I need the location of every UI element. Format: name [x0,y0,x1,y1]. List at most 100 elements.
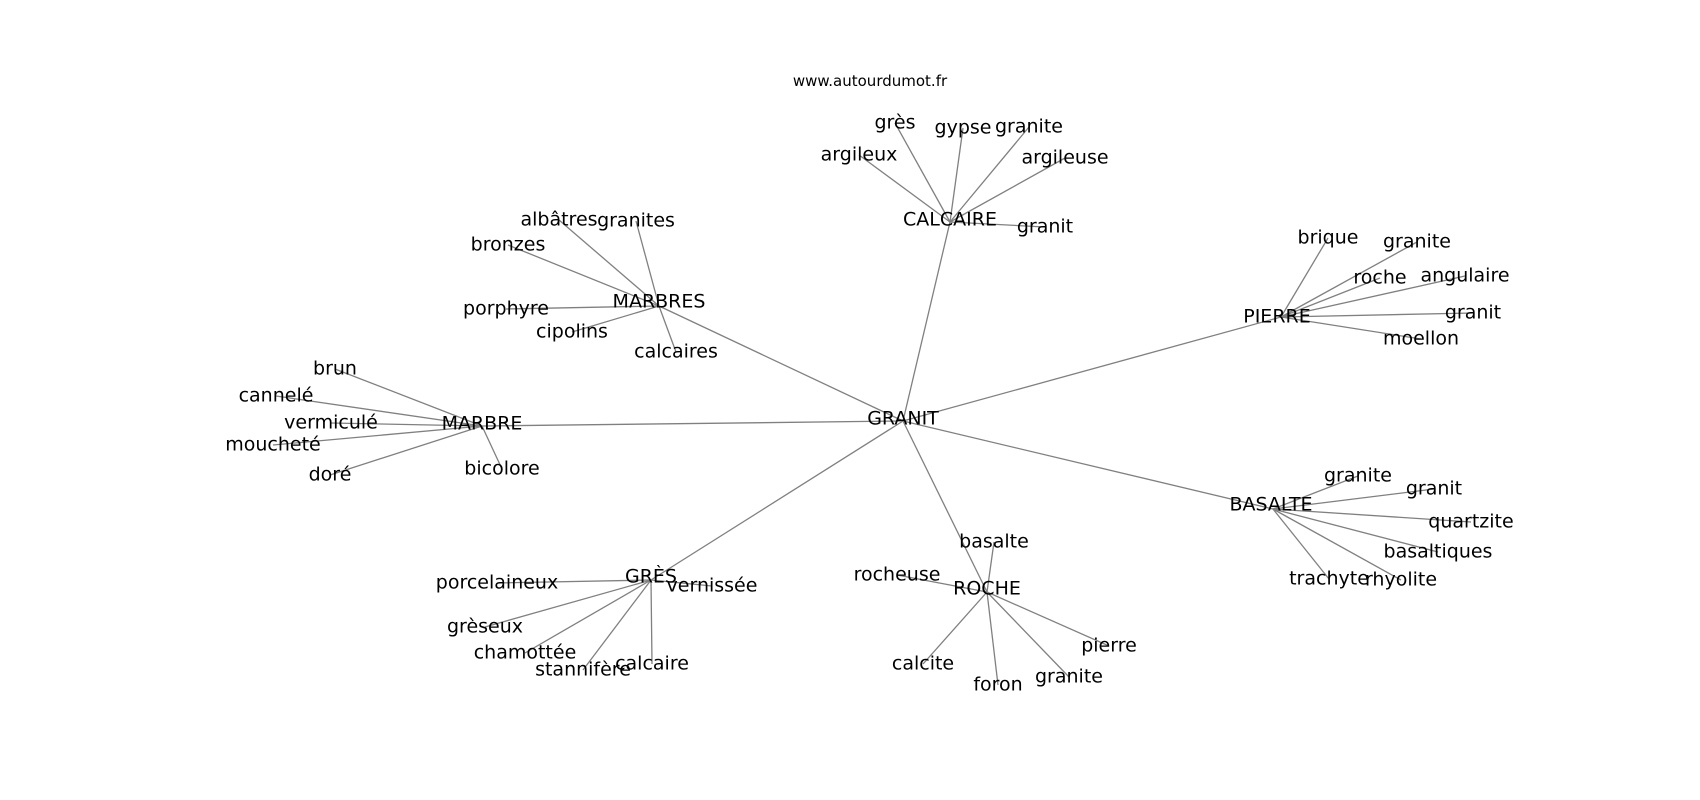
edge-calcaire-to-calcaire-granit [949,221,1046,228]
edge-gres-to-gres-vernissee [650,579,713,587]
edge-marbres-to-marbres-granites [635,220,660,307]
node-marbre-brun[interactable]: brun [313,358,357,380]
node-granit-center[interactable]: GRANIT [867,408,939,430]
edge-marbre-to-marbre-mouchete [272,425,483,446]
edge-marbre-to-marbre-brun [334,368,483,427]
edge-basalte-to-basalte-trachyte [1272,508,1330,580]
edge-granit-center-to-marbre [481,420,904,427]
node-calcaire-argileux[interactable]: argileux [821,144,898,166]
watermark: www.autourdumot.fr [792,72,948,90]
edge-granit-center-to-pierre [902,316,1282,422]
node-gres-greseux[interactable]: grèseux [447,616,523,638]
edge-roche-to-roche-basalte [986,541,995,593]
node-gres-calcaire[interactable]: calcaire [615,653,689,675]
edge-basalte-to-basalte-rhyolite [1272,508,1402,581]
node-roche-foron[interactable]: foron [973,674,1022,696]
node-basalte-granit[interactable]: granit [1406,478,1462,500]
edge-basalte-to-basalte-granit [1272,488,1435,510]
node-pierre-moellon[interactable]: moellon [1383,328,1459,350]
node-basalte-rhyolite[interactable]: rhyolite [1365,569,1437,591]
node-pierre-granit[interactable]: granit [1445,302,1501,324]
edge-pierre-to-pierre-brique [1280,237,1329,318]
graph-edges [272,122,1474,686]
node-pierre-granite[interactable]: granite [1383,231,1451,253]
node-marbres-cipolins[interactable]: cipolins [536,321,608,343]
node-basalte-quartzite[interactable]: quartzite [1428,511,1513,533]
edge-gres-to-gres-chamottee [524,579,652,654]
edge-roche-to-roche-pierre [986,591,1110,647]
edge-calcaire-to-calcaire-granite [949,126,1030,223]
node-marbre-cannele[interactable]: cannelé [239,385,314,407]
edge-pierre-to-pierre-roche [1280,277,1381,318]
edge-pierre-to-pierre-granit [1280,312,1474,318]
edge-basalte-to-basalte-quartzite [1272,508,1472,523]
edge-marbres-to-marbres-calcaires [658,305,677,353]
node-basalte[interactable]: BASALTE [1229,494,1312,516]
node-pierre-brique[interactable]: brique [1298,227,1359,249]
node-basalte-basaltiques[interactable]: basaltiques [1384,541,1493,563]
edge-gres-to-gres-porcelaineux [496,579,652,584]
node-marbres-calcaires[interactable]: calcaires [634,341,718,363]
edge-marbre-to-marbre-dore [329,425,483,476]
edge-pierre-to-pierre-granite [1280,241,1418,318]
node-marbres-porphyre[interactable]: porphyre [463,298,549,320]
node-pierre-angulaire[interactable]: angulaire [1420,265,1509,287]
node-basalte-granite[interactable]: granite [1324,465,1392,487]
node-calcaire-argileuse[interactable]: argileuse [1021,147,1108,169]
node-basalte-trachyte[interactable]: trachyte [1289,568,1369,590]
node-calcaire-granite[interactable]: granite [995,116,1063,138]
edge-calcaire-to-calcaire-gres [894,122,951,223]
edge-calcaire-to-calcaire-argileuse [949,157,1066,223]
edge-granit-center-to-marbres [658,305,904,422]
node-marbres-albatres[interactable]: albâtres [520,209,597,231]
edge-granit-center-to-basalte [902,420,1274,510]
node-gres-porcelaineux[interactable]: porcelaineux [436,572,558,594]
node-roche[interactable]: ROCHE [953,578,1021,600]
edge-pierre-to-pierre-angulaire [1280,275,1466,318]
node-marbre-vermicule[interactable]: vermiculé [284,412,378,434]
edge-marbres-to-marbres-bronzes [507,244,660,307]
node-pierre-roche[interactable]: roche [1353,267,1406,289]
edge-roche-to-roche-granite [986,591,1070,678]
node-calcaire-gres[interactable]: grès [874,112,915,134]
node-gres[interactable]: GRÈS [625,565,677,588]
node-roche-pierre[interactable]: pierre [1081,635,1137,657]
edge-marbre-to-marbre-bicolore [481,425,503,470]
edge-basalte-to-basalte-basaltiques [1272,508,1439,553]
node-calcaire[interactable]: CALCAIRE [903,209,997,231]
edge-roche-to-roche-calcite [922,591,988,665]
edge-calcaire-to-calcaire-argileux [858,154,951,223]
edge-granit-center-to-gres [650,420,904,581]
node-roche-basalte[interactable]: basalte [959,531,1029,553]
node-marbres-granites[interactable]: granites [597,210,675,232]
edge-marbre-to-marbre-cannele [275,395,483,427]
node-marbre-dore[interactable]: doré [309,464,352,486]
node-calcaire-gypse[interactable]: gypse [935,117,992,139]
edge-basalte-to-basalte-granite [1272,475,1359,510]
node-roche-granite[interactable]: granite [1035,666,1103,688]
edge-gres-to-gres-greseux [484,579,652,628]
node-roche-calcite[interactable]: calcite [892,653,954,675]
node-pierre[interactable]: PIERRE [1243,306,1310,328]
edge-gres-to-gres-stannifere [582,579,652,671]
node-marbre[interactable]: MARBRE [442,413,523,435]
edge-granit-center-to-calcaire [902,221,951,422]
edge-marbre-to-marbre-vermicule [330,422,483,427]
edge-roche-to-roche-foron [986,591,999,686]
edge-roche-to-roche-rocheuse [896,574,988,593]
edge-gres-to-gres-calcaire [650,579,653,665]
node-gres-vernissee[interactable]: vernissée [667,575,758,597]
edge-calcaire-to-calcaire-gypse [949,127,964,223]
node-marbre-mouchete[interactable]: moucheté [225,434,321,456]
node-gres-stannifere[interactable]: stannifère [535,659,631,681]
edge-granit-center-to-roche [902,420,988,593]
node-calcaire-granit[interactable]: granit [1017,216,1073,238]
node-marbres-bronzes[interactable]: bronzes [471,234,546,256]
node-marbre-bicolore[interactable]: bicolore [464,458,539,480]
node-roche-rocheuse[interactable]: rocheuse [854,564,941,586]
node-marbres[interactable]: MARBRES [613,291,706,313]
node-gres-chamottee[interactable]: chamottée [474,642,577,664]
